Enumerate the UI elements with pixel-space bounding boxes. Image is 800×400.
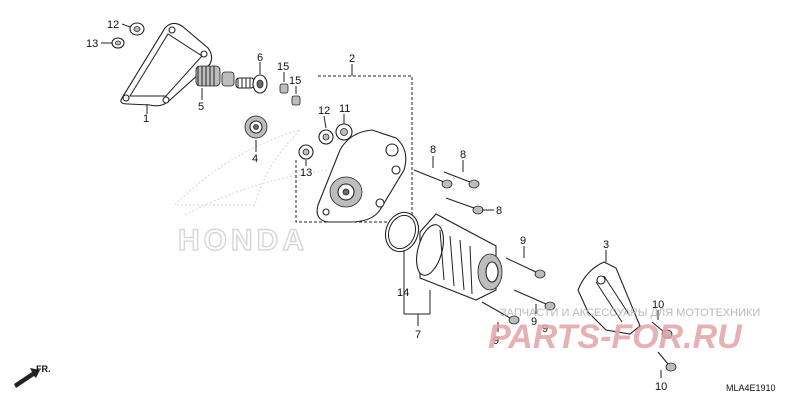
callout-10-b: 10 — [655, 381, 667, 393]
part-1-gasket — [120, 22, 213, 114]
part-2-housing — [295, 64, 413, 223]
part-3-cover — [577, 250, 641, 335]
front-marker-label: FR. — [36, 364, 51, 374]
honda-wing-watermark: HONDA — [173, 128, 331, 258]
diagram-code: MLA4E1910 — [726, 383, 776, 393]
part-11-seal — [335, 114, 353, 141]
callout-15-a: 15 — [277, 61, 289, 73]
part-15-dowel-pins — [279, 72, 301, 106]
callout-8-c: 8 — [496, 205, 502, 217]
callout-9-c: 9 — [493, 335, 499, 347]
callout-12-mid: 12 — [318, 105, 330, 117]
part-13-oring-mid — [298, 144, 314, 166]
callout-12-top: 12 — [107, 19, 119, 31]
part-7-motor — [403, 213, 503, 326]
part-6-gear — [252, 62, 268, 94]
callout-13-top: 13 — [86, 38, 98, 50]
part-14-oring — [384, 211, 420, 253]
site-watermark: ЗАПЧАСТИ И АКСЕССУАРЫ ДЛЯ МОТОТЕХНИКИ PA… — [488, 307, 760, 356]
callout-8-b: 8 — [460, 149, 466, 161]
part-4-gear — [244, 115, 268, 152]
callout-9-a: 9 — [520, 235, 526, 247]
callout-14: 14 — [397, 287, 409, 299]
callout-13-mid: 13 — [300, 167, 312, 179]
part-8-bolts — [413, 156, 494, 215]
callout-2: 2 — [349, 53, 355, 65]
callout-3: 3 — [603, 239, 609, 251]
watermark-logo: PARTS-FOR.RU — [488, 318, 743, 356]
callout-9-d: 9 — [542, 323, 548, 335]
part-9-bolts — [481, 246, 556, 332]
front-direction-arrow: FR. — [14, 364, 51, 388]
honda-logo-watermark: HONDA — [178, 224, 308, 257]
callout-11: 11 — [339, 103, 350, 115]
callout-1: 1 — [143, 113, 149, 125]
callout-9-b: 9 — [531, 316, 537, 328]
part-5-gear-shaft — [195, 65, 255, 100]
callout-15-b: 15 — [289, 75, 301, 87]
part-13-oring-top — [101, 37, 125, 49]
part-12-washer-top — [121, 22, 145, 36]
callout-8-a: 8 — [430, 144, 436, 156]
part-12-washer-mid — [318, 115, 334, 145]
part-10-bolts — [651, 310, 677, 378]
callout-4: 4 — [252, 153, 258, 165]
callout-6: 6 — [257, 52, 263, 64]
callout-10-a: 10 — [652, 299, 664, 311]
callout-5: 5 — [198, 101, 204, 113]
watermark-tagline: ЗАПЧАСТИ И АКСЕССУАРЫ ДЛЯ МОТОТЕХНИКИ — [500, 307, 760, 319]
callout-7: 7 — [415, 329, 421, 341]
